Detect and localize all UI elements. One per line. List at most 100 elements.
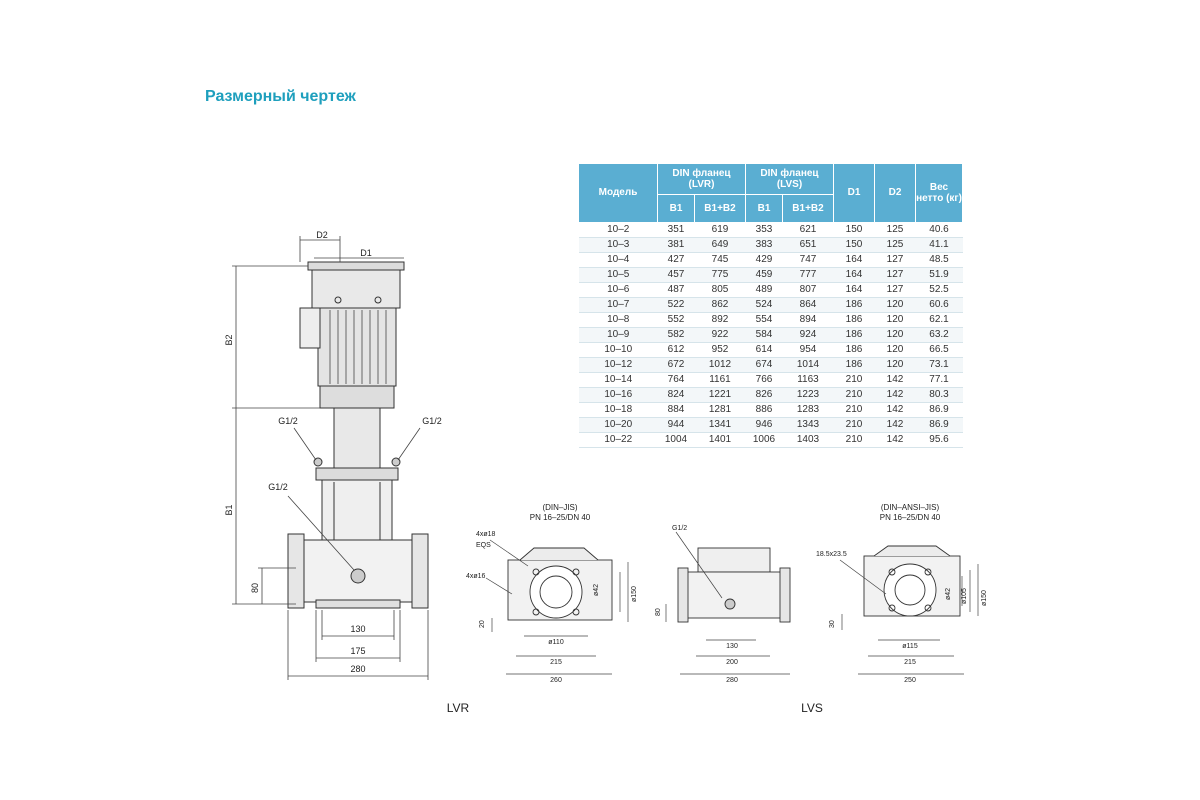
cell-model: 10–18 (579, 402, 658, 418)
lvs-side-g: G1/2 (672, 525, 687, 532)
cell-weight: 62.1 (915, 312, 963, 328)
cell-d1: 210 (833, 402, 875, 418)
header-d2: D2 (874, 164, 916, 223)
cell-lvr-b1: 552 (657, 312, 695, 328)
cell-lvs-b1: 826 (745, 387, 783, 403)
header-d1: D1 (833, 164, 875, 223)
cell-d2: 120 (874, 357, 916, 373)
lvr-head-1: (DIN–JIS) (542, 503, 577, 512)
subheader-b1: B1 (657, 194, 695, 223)
cell-d2: 120 (874, 312, 916, 328)
cell-d2: 127 (874, 252, 916, 268)
cell-d1: 186 (833, 357, 875, 373)
cell-d1: 210 (833, 372, 875, 388)
label-g-right: G1/2 (422, 416, 442, 426)
cell-weight: 52.5 (915, 282, 963, 298)
cell-d2: 120 (874, 342, 916, 358)
cell-model: 10–14 (579, 372, 658, 388)
cell-lvr-b1b2: 745 (694, 252, 746, 268)
lvr-dim-d42: ø42 (593, 584, 600, 596)
lvr-hole-1: 4xø18 (476, 531, 496, 538)
cell-weight: 86.9 (915, 417, 963, 433)
cell-d2: 120 (874, 327, 916, 343)
lvs-dim-30: 30 (829, 620, 836, 628)
cell-d2: 127 (874, 282, 916, 298)
lvs-side-dim-280: 280 (726, 677, 738, 684)
lvs-head-2: PN 16–25/DN 40 (880, 513, 941, 522)
label-b1: B1 (224, 504, 234, 515)
cell-lvr-b1: 672 (657, 357, 695, 373)
cell-model: 10–5 (579, 267, 658, 283)
cell-lvr-b1b2: 1281 (694, 402, 746, 418)
subheader-b1: B1 (745, 194, 783, 223)
cell-lvs-b1: 584 (745, 327, 783, 343)
cell-model: 10–4 (579, 252, 658, 268)
cell-lvs-b1b2: 864 (782, 297, 834, 313)
cell-model: 10–12 (579, 357, 658, 373)
motor-fan-cover (311, 267, 401, 309)
cell-d2: 142 (874, 387, 916, 403)
lvs-dim-d150: ø150 (981, 590, 988, 606)
cell-d1: 150 (833, 237, 875, 253)
cell-d1: 186 (833, 297, 875, 313)
lvs-side-dim-130: 130 (726, 643, 738, 650)
cell-model: 10–2 (579, 222, 658, 238)
cell-model: 10–6 (579, 282, 658, 298)
header-weight: Вес нетто (кг) (915, 164, 963, 223)
cell-lvr-b1b2: 922 (694, 327, 746, 343)
cell-weight: 60.6 (915, 297, 963, 313)
cell-lvs-b1: 614 (745, 342, 783, 358)
label-dim-80: 80 (250, 583, 260, 593)
cell-lvs-b1: 554 (745, 312, 783, 328)
cell-lvr-b1: 522 (657, 297, 695, 313)
lvs-side-dim-200: 200 (726, 659, 738, 666)
lvr-eqs: EQS (476, 542, 491, 549)
coupling (333, 407, 381, 473)
cell-weight: 73.1 (915, 357, 963, 373)
cell-lvr-b1b2: 1401 (694, 432, 746, 448)
caption-lvs: LVS (801, 701, 823, 715)
cell-lvr-b1b2: 952 (694, 342, 746, 358)
header-model: Модель (579, 164, 658, 223)
cell-lvr-b1: 1004 (657, 432, 695, 448)
cell-model: 10–16 (579, 387, 658, 403)
lvs-side-view (677, 547, 791, 623)
cell-d1: 186 (833, 327, 875, 343)
cell-lvs-b1b2: 894 (782, 312, 834, 328)
lvs-dim-215: 215 (904, 659, 916, 666)
cell-lvr-b1b2: 805 (694, 282, 746, 298)
lvs-side-dim-80: 80 (655, 608, 662, 616)
cell-d2: 125 (874, 237, 916, 253)
cell-lvr-b1b2: 619 (694, 222, 746, 238)
cell-d1: 164 (833, 282, 875, 298)
lvr-dim-20: 20 (479, 620, 486, 628)
subheader-b1b2: B1+B2 (782, 194, 834, 223)
dimension-table: Модель DIN фланец (LVR) DIN фланец (LVS)… (579, 164, 963, 448)
lvr-flange-view (507, 547, 613, 621)
lvs-dim-d105: ø105 (961, 588, 968, 604)
cell-lvs-b1b2: 1223 (782, 387, 834, 403)
cell-d1: 164 (833, 267, 875, 283)
cell-d2: 142 (874, 432, 916, 448)
cell-d2: 127 (874, 267, 916, 283)
cell-lvr-b1: 351 (657, 222, 695, 238)
cell-lvs-b1b2: 651 (782, 237, 834, 253)
cell-weight: 40.6 (915, 222, 963, 238)
cell-lvs-b1b2: 954 (782, 342, 834, 358)
cell-lvs-b1: 886 (745, 402, 783, 418)
label-g-left: G1/2 (278, 416, 298, 426)
cell-lvs-b1: 429 (745, 252, 783, 268)
lvr-dim-215: 215 (550, 659, 562, 666)
lvs-dim-250: 250 (904, 677, 916, 684)
cell-lvr-b1: 824 (657, 387, 695, 403)
